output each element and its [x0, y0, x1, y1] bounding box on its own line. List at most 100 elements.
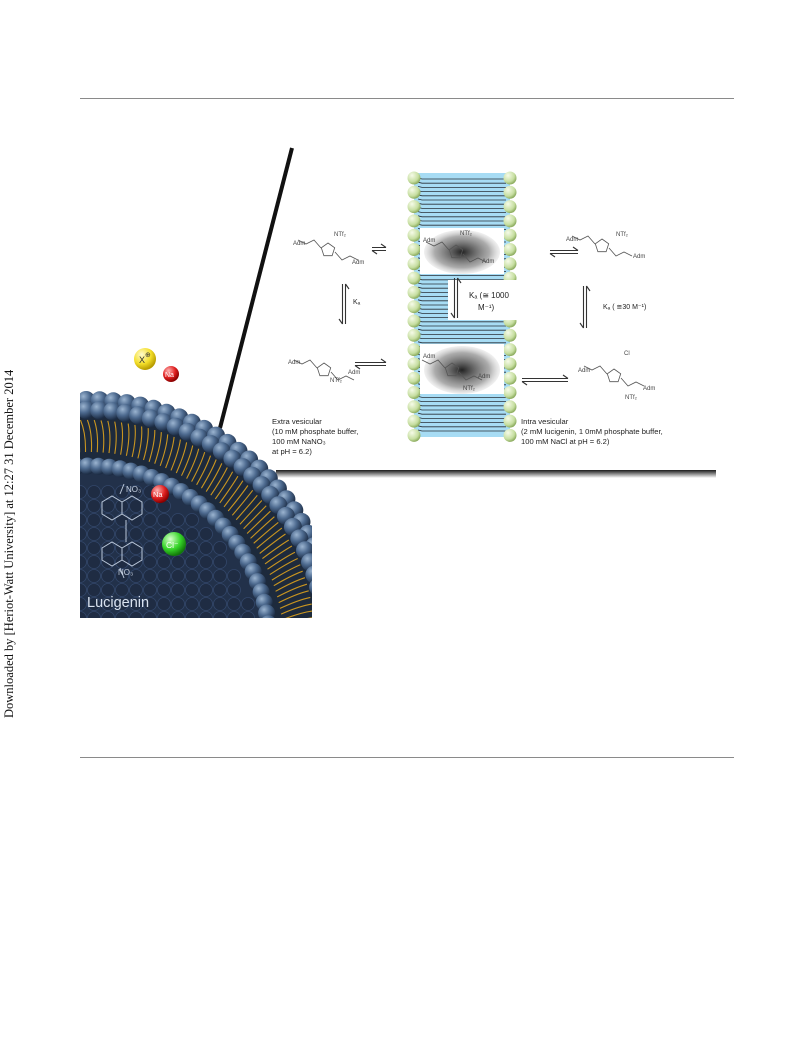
extra-line-3: 100 mM NaNO₃	[272, 437, 326, 446]
vesicle-head-outer	[309, 580, 312, 594]
vesicle-core-lipid	[171, 513, 185, 527]
vesicle-core-lipid	[143, 555, 157, 569]
vesicle-core-lipid	[80, 485, 87, 499]
vesicle-core-lipid	[213, 555, 227, 569]
vesicle-tail	[196, 455, 212, 486]
vesicle-core-lipid	[157, 555, 171, 569]
vesicle-core-lipid	[213, 583, 227, 597]
membrane-tail	[417, 194, 506, 197]
vesicle-core-lipid	[199, 597, 213, 611]
vesicle-head-inner	[262, 615, 275, 618]
vesicle-core-lipid	[101, 555, 115, 569]
arrow-top-left-back	[371, 249, 386, 255]
vesicle-head-outer	[301, 553, 312, 572]
vesicle-core-lipid	[80, 527, 87, 541]
vesicle-tail	[269, 557, 298, 576]
vesicle-head-outer	[319, 576, 337, 594]
membrane-head-left	[407, 386, 421, 399]
membrane-head-left	[407, 285, 421, 299]
arrow-left-vertical-up	[344, 283, 350, 324]
vesicle-head-inner	[258, 604, 276, 618]
vesicle-head-outer	[316, 617, 334, 618]
membrane-tail	[417, 429, 506, 432]
adm-label-2a: Adm	[288, 360, 300, 366]
ions: X ⊕ Na Na Cl⁻	[134, 348, 186, 556]
association-constants: Kₐ Kₐ (≅ 1000 M⁻¹) Kₐ ( ≅30 M⁻¹)	[353, 291, 646, 312]
membrane-head-right	[503, 357, 517, 371]
membrane-head-left	[407, 314, 421, 328]
arrow-left-vertical-down	[338, 284, 344, 325]
vesicle-core-lipid	[115, 485, 129, 499]
membrane-tail	[417, 341, 506, 344]
vesicle-tail	[243, 505, 267, 530]
vesicle-core-lipid	[185, 513, 199, 527]
arrow-top-right-back	[549, 252, 578, 258]
membrane-head-left	[407, 257, 421, 271]
molecule-bottom-left-ring	[316, 362, 332, 377]
membrane-tail	[417, 425, 506, 428]
membrane-tail	[417, 400, 506, 402]
lucigenin-structure	[101, 483, 143, 579]
vesicle-core-lipid	[101, 611, 115, 618]
membrane-tail	[417, 274, 506, 276]
ka-center-line1: Kₐ (≅ 1000	[469, 291, 509, 300]
adm-label-3b: Adm	[482, 259, 494, 265]
anion-x-label: X	[139, 355, 145, 365]
vesicle-core-lipid	[129, 611, 143, 618]
membrane-tail	[417, 396, 506, 398]
vesicle-head-outer	[315, 563, 333, 581]
lucigenin-label: Lucigenin	[87, 595, 149, 611]
adm-label-4a: Adm	[423, 354, 435, 360]
molecule-bottom-right-chain-left	[583, 365, 608, 375]
vesicle-core-lipid	[213, 569, 227, 583]
vesicle-core-lipid	[115, 611, 129, 618]
vesicle-core-lipid	[80, 611, 87, 618]
vesicle-tail	[285, 610, 312, 618]
vesicle-tail	[275, 577, 306, 592]
vesicle-tail	[165, 436, 175, 469]
membrane-tail	[417, 324, 506, 327]
vesicle-core-lipid	[101, 513, 115, 527]
membrane-head-left	[407, 400, 421, 414]
vesicle-head-outer	[322, 589, 340, 607]
vesicle-core-lipid	[87, 569, 101, 583]
vesicle-tail	[114, 421, 117, 454]
vesicle-tail	[278, 590, 309, 604]
carrier-complex-lower-shadow	[424, 346, 500, 394]
vesicle-core-lipid	[143, 569, 157, 583]
vesicle-core-lipid	[227, 611, 241, 618]
vesicle-core-lipid	[143, 583, 157, 597]
vesicle-core-lipid	[129, 555, 143, 569]
vesicle-tail	[259, 533, 286, 554]
chloride-ball	[162, 532, 186, 556]
membrane-head-left	[407, 300, 421, 314]
panel-shadow	[276, 470, 716, 478]
vesicle-core-lipid	[87, 485, 101, 499]
molecule-membrane-upper-ring	[448, 244, 464, 259]
membrane-tail	[417, 211, 506, 213]
molecule-bottom-left-chain-left	[293, 359, 318, 369]
vesicle-tail	[100, 420, 105, 453]
vesicle-core-lipid	[185, 611, 199, 618]
vesicle-core-lipid	[241, 611, 255, 618]
vesicle-core-lipid	[241, 597, 255, 611]
vesicle-tail	[253, 521, 279, 544]
anion-x-charge: ⊕	[145, 352, 151, 359]
vesicle-core-lipid	[80, 583, 87, 597]
vesicle-core-lipid	[87, 527, 101, 541]
adm-label-2b: Adm	[348, 370, 360, 376]
ka-left-label: Kₐ	[353, 299, 361, 306]
vesicle-core-lipid	[129, 583, 143, 597]
vesicle-tail	[279, 596, 311, 609]
vesicle-core-lipid	[80, 541, 87, 555]
vesicle-core-lipid	[143, 541, 157, 555]
vesicle-head-outer	[314, 604, 332, 618]
intra-line-3: 100 mM NaCl at pH = 6.2)	[521, 437, 610, 446]
vesicle-cutaway	[80, 391, 340, 618]
vesicle-tail	[214, 471, 234, 500]
vesicle-tail	[93, 419, 99, 453]
download-watermark: Downloaded by [Heriot-Watt University] a…	[2, 370, 22, 738]
vesicle-tail	[142, 428, 149, 461]
molecule-top-left-chain-left	[297, 239, 322, 249]
vesicle-core-lipid	[185, 583, 199, 597]
